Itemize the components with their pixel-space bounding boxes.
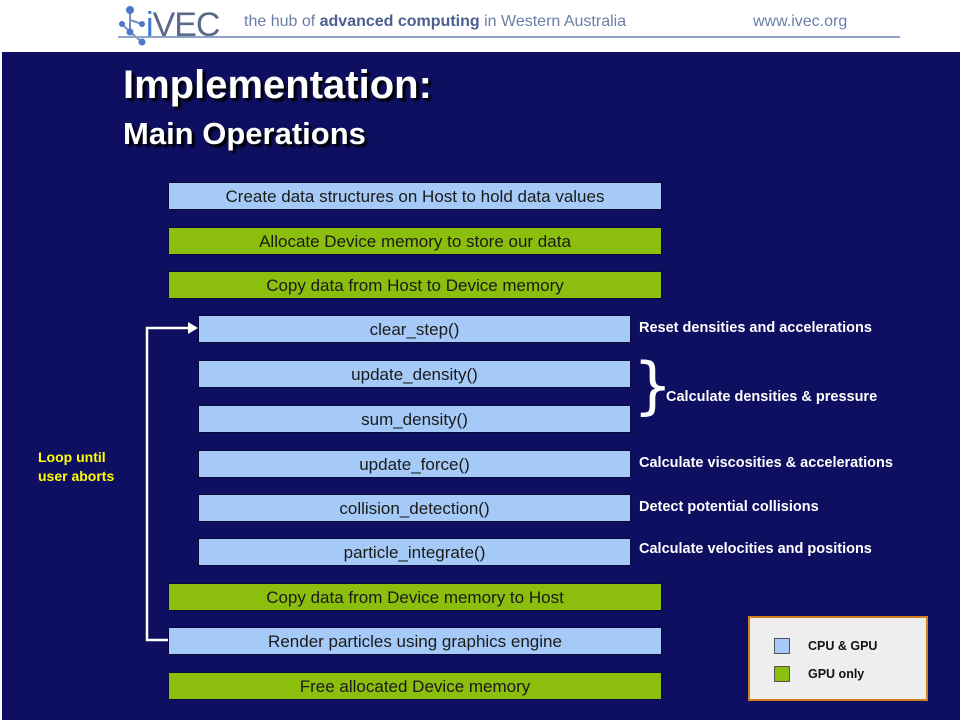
step-collision-detection: collision_detection() [198,494,631,522]
left-edge-strip [0,52,2,720]
header-url: www.ivec.org [753,13,848,30]
note-viscosities: Calculate viscosities & accelerations [639,455,893,471]
step-update-force: update_force() [198,450,631,478]
slide-title: Implementation: [123,63,432,107]
slide-subtitle: Main Operations [123,116,366,151]
header-banner: iVEC the hub of advanced computing in We… [0,0,960,52]
loop-label-line1: Loop until [38,449,106,465]
tagline-post: in Western Australia [484,13,627,30]
tagline-pre: the hub of [244,13,316,30]
legend-swatch-cpu-gpu [774,638,790,654]
note-reset: Reset densities and accelerations [639,320,872,336]
step-clear-step: clear_step() [198,315,631,343]
step-particle-integrate: particle_integrate() [198,538,631,566]
legend: CPU & GPU GPU only [748,616,928,701]
loop-label-line2: user aborts [38,468,115,484]
step-allocate-device-memory: Allocate Device memory to store our data [168,227,662,255]
step-sum-density: sum_density() [198,405,631,433]
legend-label-cpu-gpu: CPU & GPU [808,639,878,653]
ivec-logo-initial: i [146,6,154,44]
header-rule [118,36,900,38]
loop-label: Loop until user aborts [38,448,114,486]
step-update-density: update_density() [198,360,631,388]
note-densities: Calculate densities & pressure [666,389,878,405]
note-velocities: Calculate velocities and positions [639,541,872,557]
step-copy-host-to-device: Copy data from Host to Device memory [168,271,662,299]
step-render-particles: Render particles using graphics engine [168,627,662,655]
legend-label-gpu-only: GPU only [808,667,865,681]
legend-swatch-gpu-only [774,666,790,682]
step-copy-device-to-host: Copy data from Device memory to Host [168,583,662,611]
tagline-bold: advanced computing [319,13,480,30]
header-tagline: the hub of advanced computing in Western… [244,13,626,31]
step-free-device-memory: Free allocated Device memory [168,672,662,700]
note-collisions: Detect potential collisions [639,499,819,515]
brace-icon: } [633,349,673,422]
step-create-host-structures: Create data structures on Host to hold d… [168,182,662,210]
